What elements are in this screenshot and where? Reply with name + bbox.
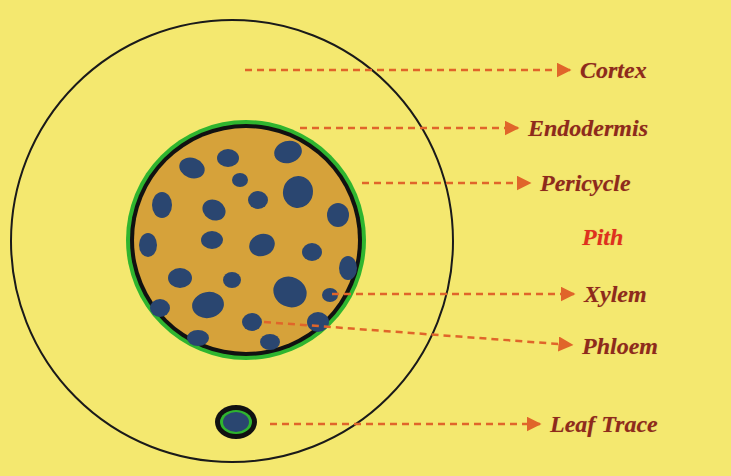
leader-lines (245, 70, 574, 424)
leaf-trace (223, 412, 249, 432)
part-label: Xylem (584, 280, 647, 308)
stele (134, 128, 358, 352)
leaf-trace-outline (215, 405, 257, 439)
pericycle-ring (130, 124, 362, 356)
part-label: Endodermis (528, 114, 648, 142)
part-label: Pericycle (540, 169, 631, 197)
part-label: Pith (582, 223, 623, 251)
part-label: Phloem (582, 332, 658, 360)
outer-epidermis (11, 20, 453, 462)
part-label: Cortex (580, 56, 647, 84)
endodermis-ring (126, 120, 366, 360)
leaf-trace-ring (220, 410, 252, 434)
vascular-bundles (139, 138, 357, 350)
part-label: Leaf Trace (550, 410, 658, 438)
